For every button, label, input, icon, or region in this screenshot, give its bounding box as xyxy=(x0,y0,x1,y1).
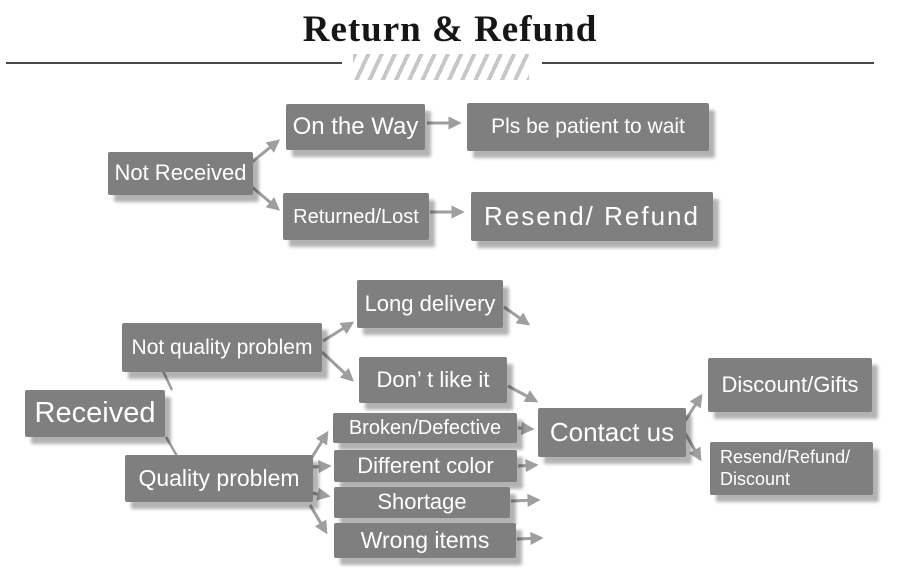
arrow-shortage-out xyxy=(510,493,541,507)
title-hatch-decoration xyxy=(353,54,529,80)
arrow-dont-like-it-to-contact-us xyxy=(507,384,539,403)
node-on-the-way: On the Way xyxy=(286,104,425,150)
node-different-color: Different color xyxy=(334,450,517,482)
arrow-not-quality-to-dont-like-it xyxy=(320,350,354,382)
arrow-long-delivery-out xyxy=(503,305,531,326)
arrow-different-color-out xyxy=(517,458,539,473)
node-not-received: Not Received xyxy=(108,152,253,195)
node-shortage: Shortage xyxy=(334,487,510,518)
arrow-broken-defective-to-contact-us xyxy=(517,421,535,435)
node-broken-defective: Broken/Defective xyxy=(333,413,517,443)
node-dont-like-it: Don’ t like it xyxy=(359,357,507,403)
arrow-contact-us-to-resend-discount xyxy=(683,432,702,462)
node-long-delivery: Long delivery xyxy=(357,280,503,328)
arrow-quality-to-wrong-items xyxy=(308,504,328,535)
node-received: Received xyxy=(25,390,165,437)
arrow-contact-us-to-discount-gifts xyxy=(683,393,703,422)
title-rule-right xyxy=(542,62,874,64)
page-title: Return & Refund xyxy=(302,9,598,50)
arrow-not-quality-to-long-delivery xyxy=(322,321,355,343)
node-wrong-items: Wrong items xyxy=(334,523,516,558)
node-discount-gifts: Discount/Gifts xyxy=(708,358,872,412)
node-not-quality-problem: Not quality problem xyxy=(122,323,322,372)
node-resend-refund: Resend/ Refund xyxy=(471,192,713,241)
node-quality-problem: Quality problem xyxy=(125,455,313,502)
connector-received-to-quality xyxy=(164,436,179,457)
node-returned-lost: Returned/Lost xyxy=(283,193,429,240)
arrow-not-received-to-returned-lost xyxy=(251,185,281,211)
arrow-quality-to-broken-defective xyxy=(309,430,329,460)
node-resend-refund-discount: Resend/Refund/ Discount xyxy=(710,442,873,495)
title-rule-left xyxy=(6,62,342,64)
connector-received-to-not-quality xyxy=(161,370,174,391)
arrow-quality-to-different-color xyxy=(311,460,332,474)
node-pls-be-patient: Pls be patient to wait xyxy=(467,103,709,151)
arrow-not-received-to-on-the-way xyxy=(251,139,281,164)
arrow-quality-to-shortage xyxy=(311,487,331,501)
arrow-wrong-items-out xyxy=(516,531,544,546)
node-contact-us: Contact us xyxy=(538,408,686,457)
